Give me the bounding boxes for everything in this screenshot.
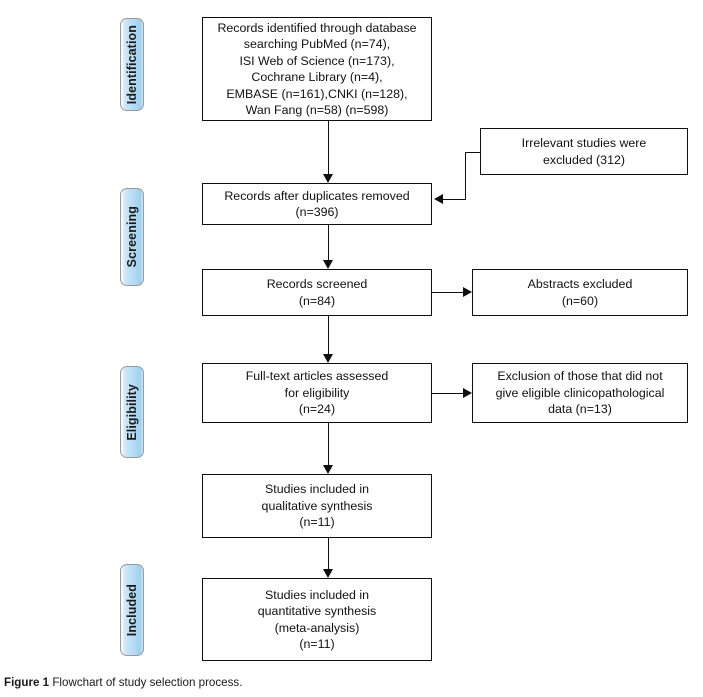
stage-tab-screening-label: Screening [124, 206, 139, 268]
stage-tab-eligibility: Eligibility [120, 366, 144, 458]
stage-tab-included: Included [120, 564, 144, 656]
stage-tab-screening: Screening [120, 188, 144, 286]
figure-caption-label: Figure 1 [4, 676, 50, 689]
box-records-identified: Records identified through database sear… [202, 17, 432, 121]
arrowhead-qualitative-to-quantitative [323, 569, 333, 578]
box-fulltext-assessed: Full-text articles assessed for eligibil… [202, 363, 432, 423]
arrowhead-fulltext-to-exclusion [463, 388, 472, 398]
box-quantitative-synthesis: Studies included in quantitative synthes… [202, 578, 432, 661]
connector-screened-to-abstracts [432, 292, 463, 293]
figure-caption: Figure 1 Flowchart of study selection pr… [4, 676, 694, 689]
connector-irrelevant-v [465, 152, 466, 199]
box-records-screened-text: Records screened (n=84) [266, 277, 368, 308]
box-abstracts-excluded-text: Abstracts excluded (n=60) [527, 277, 633, 308]
connector-fulltext-to-qualitative [328, 423, 329, 465]
connector-irrelevant-h-bottom [443, 199, 466, 200]
arrowhead-screened-to-abstracts [463, 287, 472, 297]
box-qualitative-synthesis-text: Studies included in qualitative synthesi… [261, 482, 373, 530]
box-records-identified-text: Records identified through database sear… [217, 20, 417, 118]
stage-tab-eligibility-label: Eligibility [124, 383, 139, 441]
box-fulltext-excluded-text: Exclusion of those that did not give eli… [495, 369, 665, 417]
connector-screened-to-fulltext [328, 316, 329, 354]
box-records-after-duplicates-text: Records after duplicates removed (n=396) [224, 188, 410, 220]
arrowhead-irrelevant-to-duplicates [434, 194, 443, 204]
arrowhead-screened-to-fulltext [323, 354, 333, 363]
box-records-after-duplicates: Records after duplicates removed (n=396) [202, 183, 432, 225]
connector-identified-to-duplicates [328, 121, 329, 174]
box-qualitative-synthesis: Studies included in qualitative synthesi… [202, 474, 432, 538]
box-records-screened: Records screened (n=84) [202, 269, 432, 316]
box-fulltext-excluded: Exclusion of those that did not give eli… [472, 363, 688, 423]
arrowhead-duplicates-to-screened [323, 260, 333, 269]
connector-qualitative-to-quantitative [328, 538, 329, 569]
connector-duplicates-to-screened [328, 225, 329, 260]
arrowhead-fulltext-to-qualitative [323, 465, 333, 474]
connector-irrelevant-h-top [465, 152, 480, 153]
stage-tab-identification-label: Identification [124, 24, 139, 105]
stage-tab-included-label: Included [124, 583, 139, 637]
connector-fulltext-to-exclusion [432, 393, 463, 394]
box-abstracts-excluded: Abstracts excluded (n=60) [472, 269, 688, 316]
box-quantitative-synthesis-text: Studies included in quantitative synthes… [257, 587, 377, 652]
box-irrelevant-excluded: Irrelevant studies were excluded (312) [480, 128, 688, 175]
arrowhead-identified-to-duplicates [323, 174, 333, 183]
figure-caption-text: Flowchart of study selection process. [52, 676, 243, 689]
box-fulltext-assessed-text: Full-text articles assessed for eligibil… [245, 369, 389, 417]
stage-tab-identification: Identification [120, 18, 144, 111]
box-irrelevant-excluded-text: Irrelevant studies were excluded (312) [521, 136, 647, 167]
